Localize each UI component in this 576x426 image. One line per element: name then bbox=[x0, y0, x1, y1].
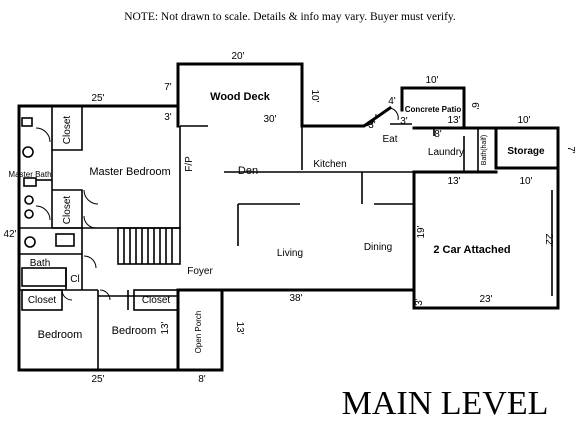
dim-garage-top-right: 10' bbox=[519, 176, 532, 187]
dim-garage-top-left: 13' bbox=[447, 176, 460, 187]
dim-garage-bottom: 23' bbox=[479, 294, 492, 305]
dim-eat-side: 3' bbox=[368, 120, 376, 131]
exterior-walls bbox=[17, 62, 560, 372]
master-bedroom-label: Master Bedroom bbox=[89, 166, 170, 178]
dim-porch-depth: 13' bbox=[234, 321, 245, 334]
concrete-patio-label: Concrete Patio bbox=[405, 105, 462, 114]
laundry-label: Laundry bbox=[428, 147, 464, 158]
disclaimer-note: NOTE: Not drawn to scale. Details & info… bbox=[124, 11, 456, 23]
bedroom1-label: Bedroom bbox=[38, 329, 83, 341]
closet-bedroom1-label: Closet bbox=[28, 295, 57, 306]
kitchen-label: Kitchen bbox=[313, 159, 346, 170]
dim-master-wing-depth: 3' bbox=[164, 112, 172, 123]
dim-deck-right-depth: 10' bbox=[309, 89, 320, 102]
bath-label: Bath bbox=[30, 258, 51, 269]
storage-label: Storage bbox=[507, 146, 545, 157]
dim-deck-left-depth: 7' bbox=[164, 82, 172, 93]
dim-garage-bottom-left: 3' bbox=[414, 298, 425, 306]
half-bath-label: Bath(half) bbox=[481, 135, 488, 165]
dim-bedroom-wing-width: 25' bbox=[91, 374, 104, 385]
dim-patio-depth: 6' bbox=[469, 102, 480, 110]
stair-treads bbox=[123, 228, 173, 264]
living-label: Living bbox=[277, 248, 303, 259]
dim-deck-width: 20' bbox=[231, 51, 244, 62]
dim-garage-right-depth: 22' bbox=[543, 233, 554, 246]
dim-patio-width: 10' bbox=[425, 75, 438, 86]
eat-label: Eat bbox=[382, 134, 397, 145]
dining-label: Dining bbox=[364, 242, 392, 253]
garage-label: 2 Car Attached bbox=[433, 244, 510, 256]
dim-porch-width: 8' bbox=[198, 374, 206, 385]
dim-deck-bottom: 30' bbox=[263, 114, 276, 125]
dim-house-depth: 42' bbox=[3, 229, 16, 240]
level-title: MAIN LEVEL bbox=[342, 385, 549, 422]
door-swings bbox=[35, 107, 399, 301]
dim-storage-depth: 7' bbox=[565, 146, 576, 154]
dim-eat-side-2: 3' bbox=[400, 116, 408, 127]
fireplace-label: F/P bbox=[184, 156, 195, 172]
foyer-label: Foyer bbox=[187, 266, 213, 277]
dim-storage-width: 10' bbox=[517, 115, 530, 126]
interior-walls bbox=[19, 106, 553, 370]
bedroom2-label: Bedroom bbox=[112, 325, 157, 337]
closet-master-bottom-label: Closet bbox=[62, 196, 73, 225]
closet-master-top-label: Closet bbox=[62, 116, 73, 145]
dim-bedroom2-depth: 13' bbox=[160, 321, 171, 334]
wood-deck-label: Wood Deck bbox=[210, 91, 271, 103]
dim-patio-side: 4' bbox=[388, 96, 396, 107]
master-bath-label: Master Bath bbox=[8, 170, 51, 179]
dim-front-width: 38' bbox=[289, 293, 302, 304]
dim-garage-left-depth: 19' bbox=[416, 225, 427, 238]
dim-laundry-top: 13' bbox=[447, 115, 460, 126]
den-label: Den bbox=[238, 165, 258, 177]
dim-laundry-width: 8' bbox=[434, 129, 442, 140]
open-porch-label: Open Porch bbox=[194, 311, 203, 354]
cl-label: Cl bbox=[70, 274, 79, 285]
dim-master-wing-width: 25' bbox=[91, 93, 104, 104]
closet-bedroom2-label: Closet bbox=[142, 295, 171, 306]
